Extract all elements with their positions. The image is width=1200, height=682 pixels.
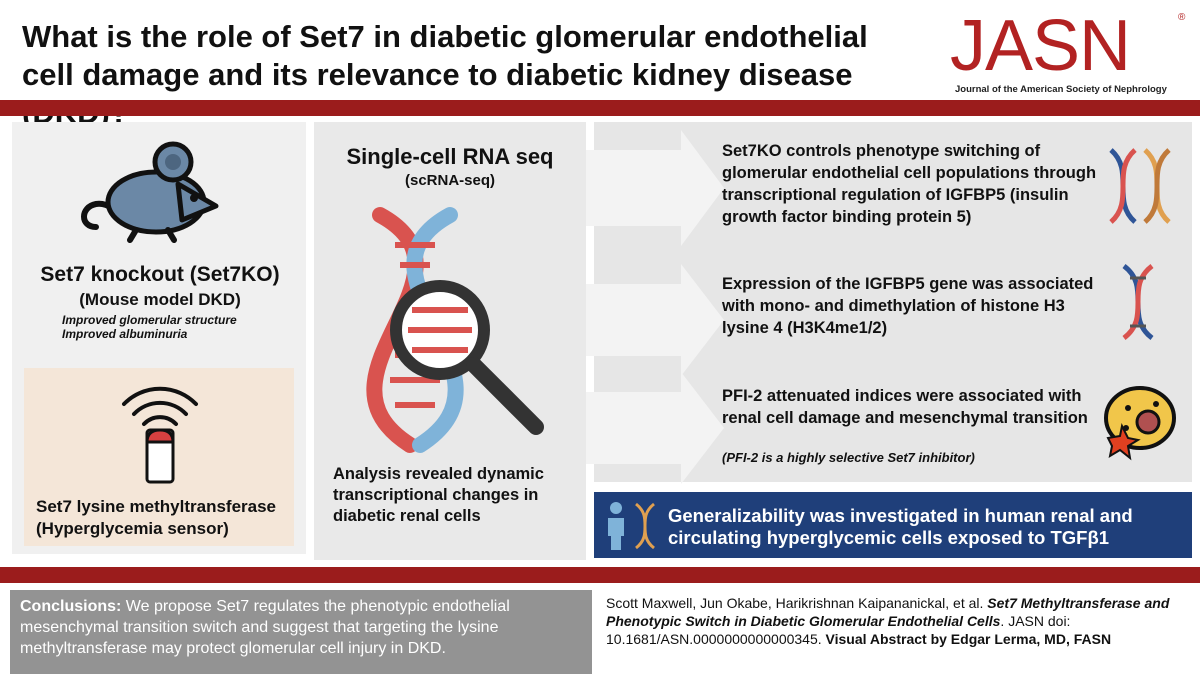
knockout-subtitle: (Mouse model DKD) (79, 290, 241, 309)
conclusions-body: We propose Set7 regulates the phenotypic… (20, 598, 510, 657)
conclusions-text: Conclusions: We propose Set7 regulates t… (20, 596, 586, 659)
finding-text: Set7KO controls phenotype switching of g… (722, 142, 1097, 226)
citation-credit: Visual Abstract by Edgar Lerma, MD, FASN (825, 631, 1112, 647)
arrow-icon (586, 372, 724, 484)
knockout-outcome: Improved albuminuria (62, 327, 188, 341)
citation-title: Set7 Methyltransferase and Phenotypic Sw… (606, 595, 1170, 629)
jasn-logo: JASN (950, 6, 1131, 86)
finding-text: Expression of the IGFBP5 gene was associ… (722, 275, 1094, 337)
conclusions-label: Conclusions: (20, 598, 122, 615)
damaged-cell-icon (1104, 386, 1176, 461)
finding-text: PFI-2 attenuated indices were associated… (722, 387, 1088, 427)
dna-magnifier-icon (366, 207, 544, 453)
arrow-icon (586, 130, 724, 246)
knockout-outcome: Improved glomerular structure (62, 313, 237, 327)
scrnaseq-subtitle: (scRNA-seq) (404, 172, 495, 189)
registered-mark: ® (1178, 12, 1186, 23)
citation: Scott Maxwell, Jun Okabe, Harikrishnan K… (606, 594, 1190, 648)
finding-note: (PFI-2 is a highly selective Set7 inhibi… (722, 450, 975, 465)
flow-arrows (586, 130, 724, 484)
mouse-icon (81, 141, 219, 243)
jasn-logo-subtitle: Journal of the American Society of Nephr… (955, 84, 1167, 95)
generalizability-panel (594, 492, 1192, 558)
citation-authors: Scott Maxwell, Jun Okabe, Harikrishnan K… (606, 595, 988, 611)
page-title: What is the role of Set7 in diabetic glo… (22, 19, 868, 130)
sensor-icon (122, 386, 198, 484)
sensor-subtitle: (Hyperglycemia sensor) (36, 519, 229, 538)
analysis-text: Analysis revealed dynamic transcriptiona… (333, 465, 544, 525)
dna-pair-icon (1109, 148, 1171, 224)
citation-journal: . JASN doi: 10.1681/ASN.0000000000000345… (606, 613, 1071, 647)
arrow-icon (586, 264, 724, 376)
scrnaseq-title: Single-cell RNA seq (346, 144, 554, 169)
bottom-divider-bar (0, 567, 1200, 583)
knockout-title: Set7 knockout (Set7KO) (40, 263, 280, 286)
generalizability-text: Generalizability was investigated in hum… (668, 505, 1133, 548)
conclusions-box (10, 590, 592, 674)
dna-icon (1122, 264, 1154, 340)
top-divider-bar (0, 100, 1200, 116)
person-dna-icon (608, 502, 656, 550)
sensor-title: Set7 lysine methyltransferase (36, 497, 277, 516)
